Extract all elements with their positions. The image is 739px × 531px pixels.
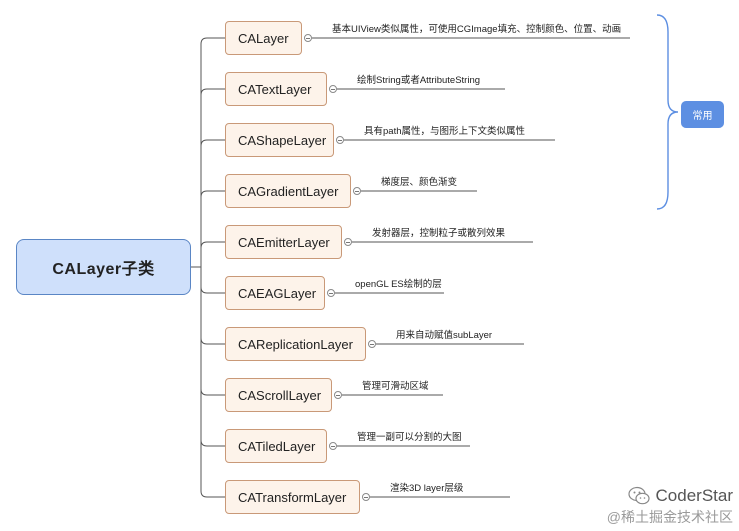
layer-node-note: 梯度层、颜色渐变 [381, 177, 458, 188]
layer-node[interactable]: CALayer [225, 21, 302, 55]
collapse-toggle-icon[interactable] [304, 34, 312, 42]
wechat-logo-icon [627, 486, 650, 505]
layer-node-label: CATextLayer [238, 81, 312, 97]
layer-node-note: openGL ES绘制的层 [355, 279, 442, 290]
layer-node-note: 具有path属性，与图形上下文类似属性 [364, 126, 525, 137]
layer-node[interactable]: CATextLayer [225, 72, 327, 106]
layer-node-label: CATransformLayer [238, 489, 347, 505]
watermark-source: @稀土掘金技术社区 [606, 509, 733, 525]
layer-node-label: CAReplicationLayer [238, 336, 353, 352]
layer-node-note: 绘制String或者AttributeString [357, 75, 481, 86]
layer-node-note: 用来自动赋值subLayer [396, 330, 493, 341]
layer-node-label: CAScrollLayer [238, 387, 322, 403]
layer-node-note: 管理一副可以分割的大图 [357, 432, 462, 443]
collapse-toggle-icon[interactable] [344, 238, 352, 246]
layer-node[interactable]: CAEmitterLayer [225, 225, 342, 259]
layer-node[interactable]: CAReplicationLayer [225, 327, 366, 361]
root-topic[interactable]: CALayer子类 [16, 239, 191, 295]
collapse-toggle-icon[interactable] [327, 289, 335, 297]
collapse-toggle-icon[interactable] [362, 493, 370, 501]
collapse-toggle-icon[interactable] [368, 340, 376, 348]
layer-node[interactable]: CATransformLayer [225, 480, 360, 514]
layer-node-note: 渲染3D layer层级 [390, 483, 464, 494]
common-group-tag[interactable]: 常用 [681, 101, 724, 128]
group-brace [656, 14, 679, 210]
layer-node[interactable]: CATiledLayer [225, 429, 327, 463]
layer-node-label: CATiledLayer [238, 438, 316, 454]
layer-node-note: 基本UIView类似属性，可使用CGImage填充、控制颜色、位置、动画 [332, 24, 622, 35]
layer-node-label: CAEAGLayer [238, 285, 317, 301]
layer-node-note: 管理可滑动区域 [362, 381, 429, 392]
layer-node-label: CAEmitterLayer [238, 234, 330, 250]
layer-node-label: CAShapeLayer [238, 132, 327, 148]
layer-node-label: CALayer [238, 30, 289, 46]
watermark: CoderStar @稀土掘金技术社区 [607, 486, 733, 527]
layer-node[interactable]: CAShapeLayer [225, 123, 334, 157]
collapse-toggle-icon[interactable] [334, 391, 342, 399]
layer-node[interactable]: CAGradientLayer [225, 174, 351, 208]
watermark-brand: CoderStar [655, 486, 733, 505]
layer-node-note: 发射器层，控制粒子或散列效果 [372, 228, 506, 239]
collapse-toggle-icon[interactable] [329, 85, 337, 93]
collapse-toggle-icon[interactable] [336, 136, 344, 144]
collapse-toggle-icon[interactable] [329, 442, 337, 450]
layer-node[interactable]: CAEAGLayer [225, 276, 325, 310]
collapse-toggle-icon[interactable] [353, 187, 361, 195]
layer-node[interactable]: CAScrollLayer [225, 378, 332, 412]
layer-node-label: CAGradientLayer [238, 183, 339, 199]
